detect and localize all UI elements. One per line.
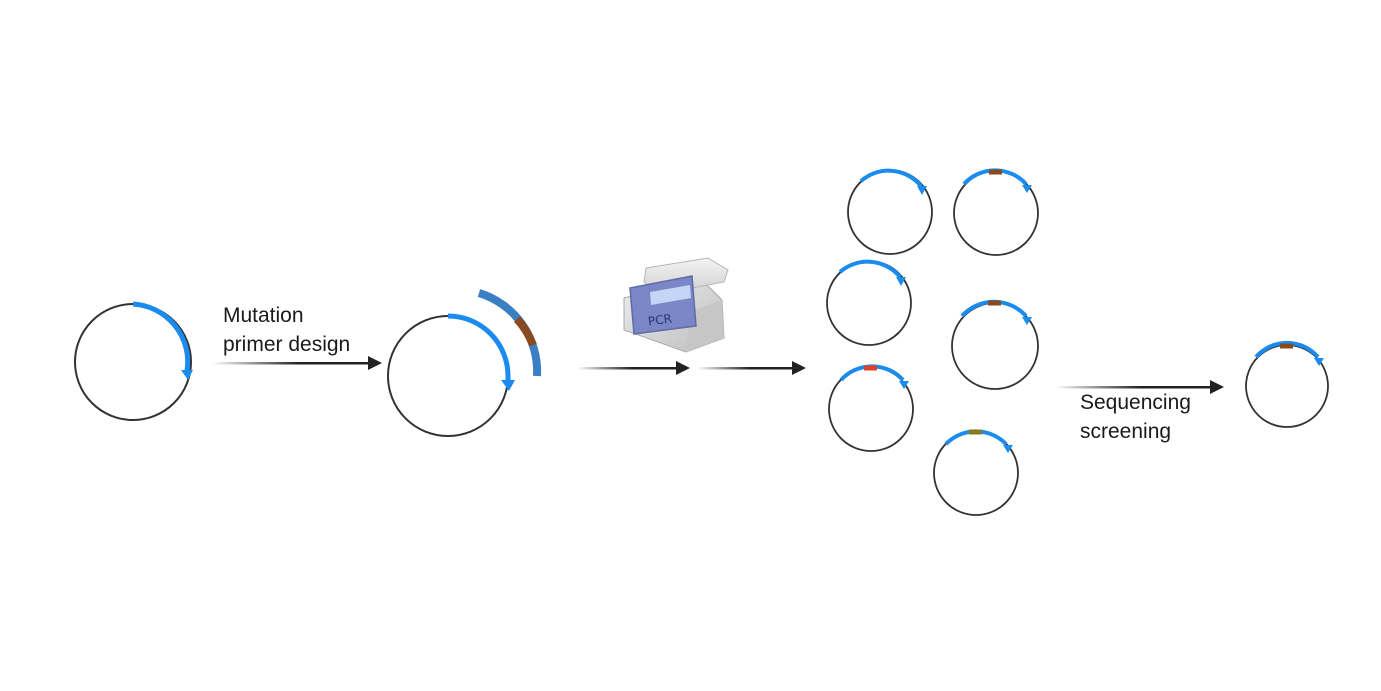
mutation-primer-label: Mutation primer design	[223, 301, 350, 359]
final-plasmid	[1245, 340, 1329, 428]
product-plasmid	[953, 168, 1039, 256]
sequencing-screening-label: Sequencing screening	[1080, 388, 1191, 446]
gene-arrowhead	[181, 370, 193, 380]
template-plasmid	[74, 301, 193, 421]
arrow-icon	[577, 361, 690, 375]
primer-plasmid	[387, 289, 542, 437]
pcr-label: PCR	[647, 311, 673, 328]
product-plasmid	[847, 168, 933, 255]
gene-arc	[447, 313, 511, 380]
sequencing-screening-label-line1: Sequencing	[1080, 391, 1191, 414]
gene-arrowhead	[501, 380, 515, 391]
mutation-primer-label-line2: primer design	[223, 333, 351, 356]
mutation-site	[513, 316, 537, 347]
product-plasmid	[828, 364, 914, 452]
product-plasmid	[951, 299, 1039, 390]
product-plasmid	[826, 259, 912, 346]
pcr-machine-icon: PCR	[623, 257, 729, 353]
arrow-icon	[212, 356, 382, 370]
mutation-primer-label-line1: Mutation	[223, 304, 304, 327]
arrow-icon	[697, 361, 806, 375]
product-plasmid	[933, 429, 1019, 516]
gene-arc	[132, 301, 191, 372]
sequencing-screening-label-line2: screening	[1080, 420, 1172, 443]
arrow-icon	[1055, 380, 1224, 394]
